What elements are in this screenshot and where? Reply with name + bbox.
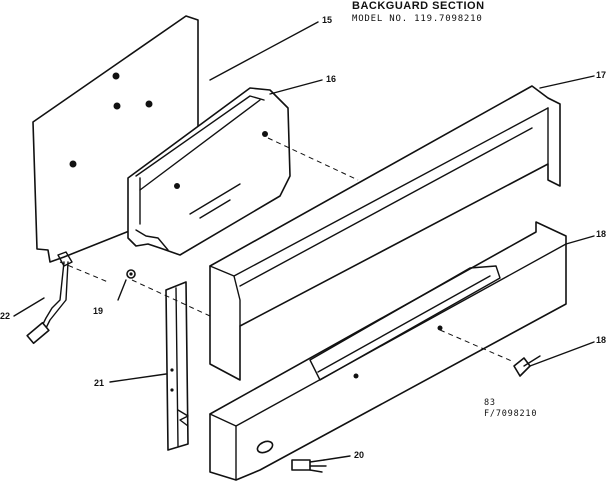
callout-15: 15	[322, 15, 333, 25]
page-code: 83	[484, 398, 496, 408]
callout-21: 21	[94, 378, 105, 388]
callout-18-trim: 18	[596, 229, 607, 239]
part-17-control-panel	[209, 85, 561, 381]
callout-17: 17	[596, 70, 607, 80]
part-19-screw-right	[513, 355, 541, 377]
callout-16: 16	[326, 74, 337, 84]
part-20-connector	[291, 459, 327, 473]
part-16-console-bracket	[127, 87, 291, 256]
part-19-screw-left	[126, 269, 136, 279]
part-18-trim-strip	[209, 221, 567, 481]
figure-code: F/7098210	[484, 409, 538, 419]
part-21-side-bracket	[165, 281, 189, 451]
assembly-lines	[59, 137, 515, 363]
part-22-wire-lamp	[26, 251, 73, 345]
diagram-title: BACKGUARD SECTION	[352, 0, 485, 12]
callout-22: 22	[0, 311, 11, 321]
callout-20: 20	[354, 450, 365, 460]
leader-lines	[13, 21, 595, 461]
model-number: MODEL NO. 119.7098210	[352, 14, 483, 24]
callout-18-screw: 18	[596, 335, 607, 345]
callout-19: 19	[93, 306, 104, 316]
